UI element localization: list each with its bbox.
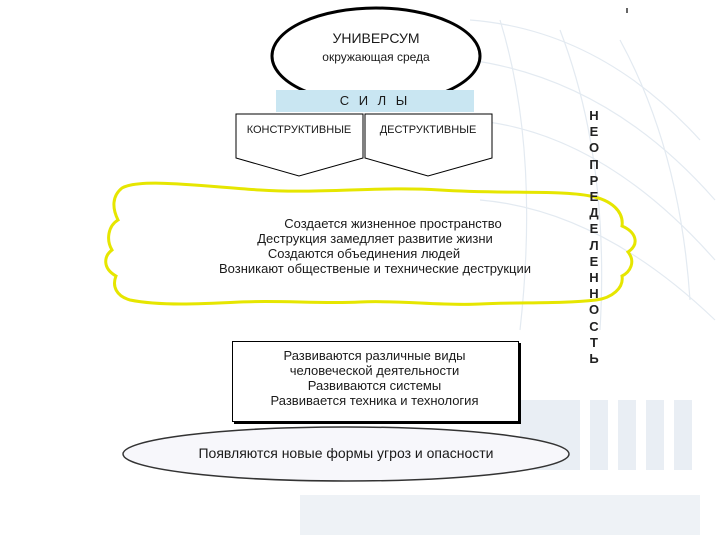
threats-text: Появляются новые формы угроз и опасности — [198, 445, 494, 461]
uncertainty-letter: Н — [589, 286, 599, 302]
uncertainty-letter: Д — [589, 205, 599, 221]
box-line-2: человеческой деятельности — [289, 363, 460, 378]
development-text: Развиваются различные виды человеческой … — [232, 348, 517, 408]
forces-tabs — [235, 113, 493, 177]
constructive-label: КОНСТРУКТИВНЫЕ — [246, 124, 352, 136]
uncertainty-letter: Т — [590, 334, 598, 350]
development-box — [232, 341, 519, 422]
cloud-line-3: Создаются объединения людей — [267, 246, 461, 261]
uncertainty-letter: Е — [589, 221, 599, 237]
box-line-4: Развивается техника и технология — [270, 393, 479, 408]
uncertainty-letter: Л — [589, 237, 599, 253]
box-line-1: Развиваются различные виды — [283, 348, 466, 363]
box-line-3: Развиваются системы — [307, 378, 442, 393]
uncertainty-letter: Ь — [589, 351, 599, 367]
forces-header: С И Л Ы — [339, 93, 411, 108]
universe-subtitle: окружающая среда — [322, 50, 430, 64]
cloud-line-2: Деструкция замедляет развитие жизни — [257, 231, 493, 246]
threats-oval — [122, 426, 570, 482]
cloud-line-1: Создается жизненное пространство — [284, 216, 502, 231]
cloud-text: Создается жизненное пространство Деструк… — [150, 216, 600, 276]
uncertainty-letter: О — [588, 140, 600, 156]
universe-title: УНИВЕРСУМ — [332, 30, 420, 46]
uncertainty-letter: Е — [589, 189, 599, 205]
uncertainty-letter: С — [589, 318, 599, 334]
uncertainty-letter: Е — [589, 253, 599, 269]
forces-header-bar — [276, 90, 474, 112]
destructive-label: ДЕСТРУКТИВНЫЕ — [379, 124, 477, 136]
uncertainty-letter: Н — [589, 270, 599, 286]
uncertainty-letter: О — [588, 302, 600, 318]
uncertainty-letter: Н — [589, 108, 599, 123]
uncertainty-letter: П — [589, 156, 599, 172]
corner-mark — [626, 8, 628, 13]
cloud-line-4: Возникают общественые и технические дест… — [218, 261, 532, 276]
uncertainty-letter: Е — [589, 124, 599, 140]
uncertainty-letter: Р — [589, 172, 599, 188]
